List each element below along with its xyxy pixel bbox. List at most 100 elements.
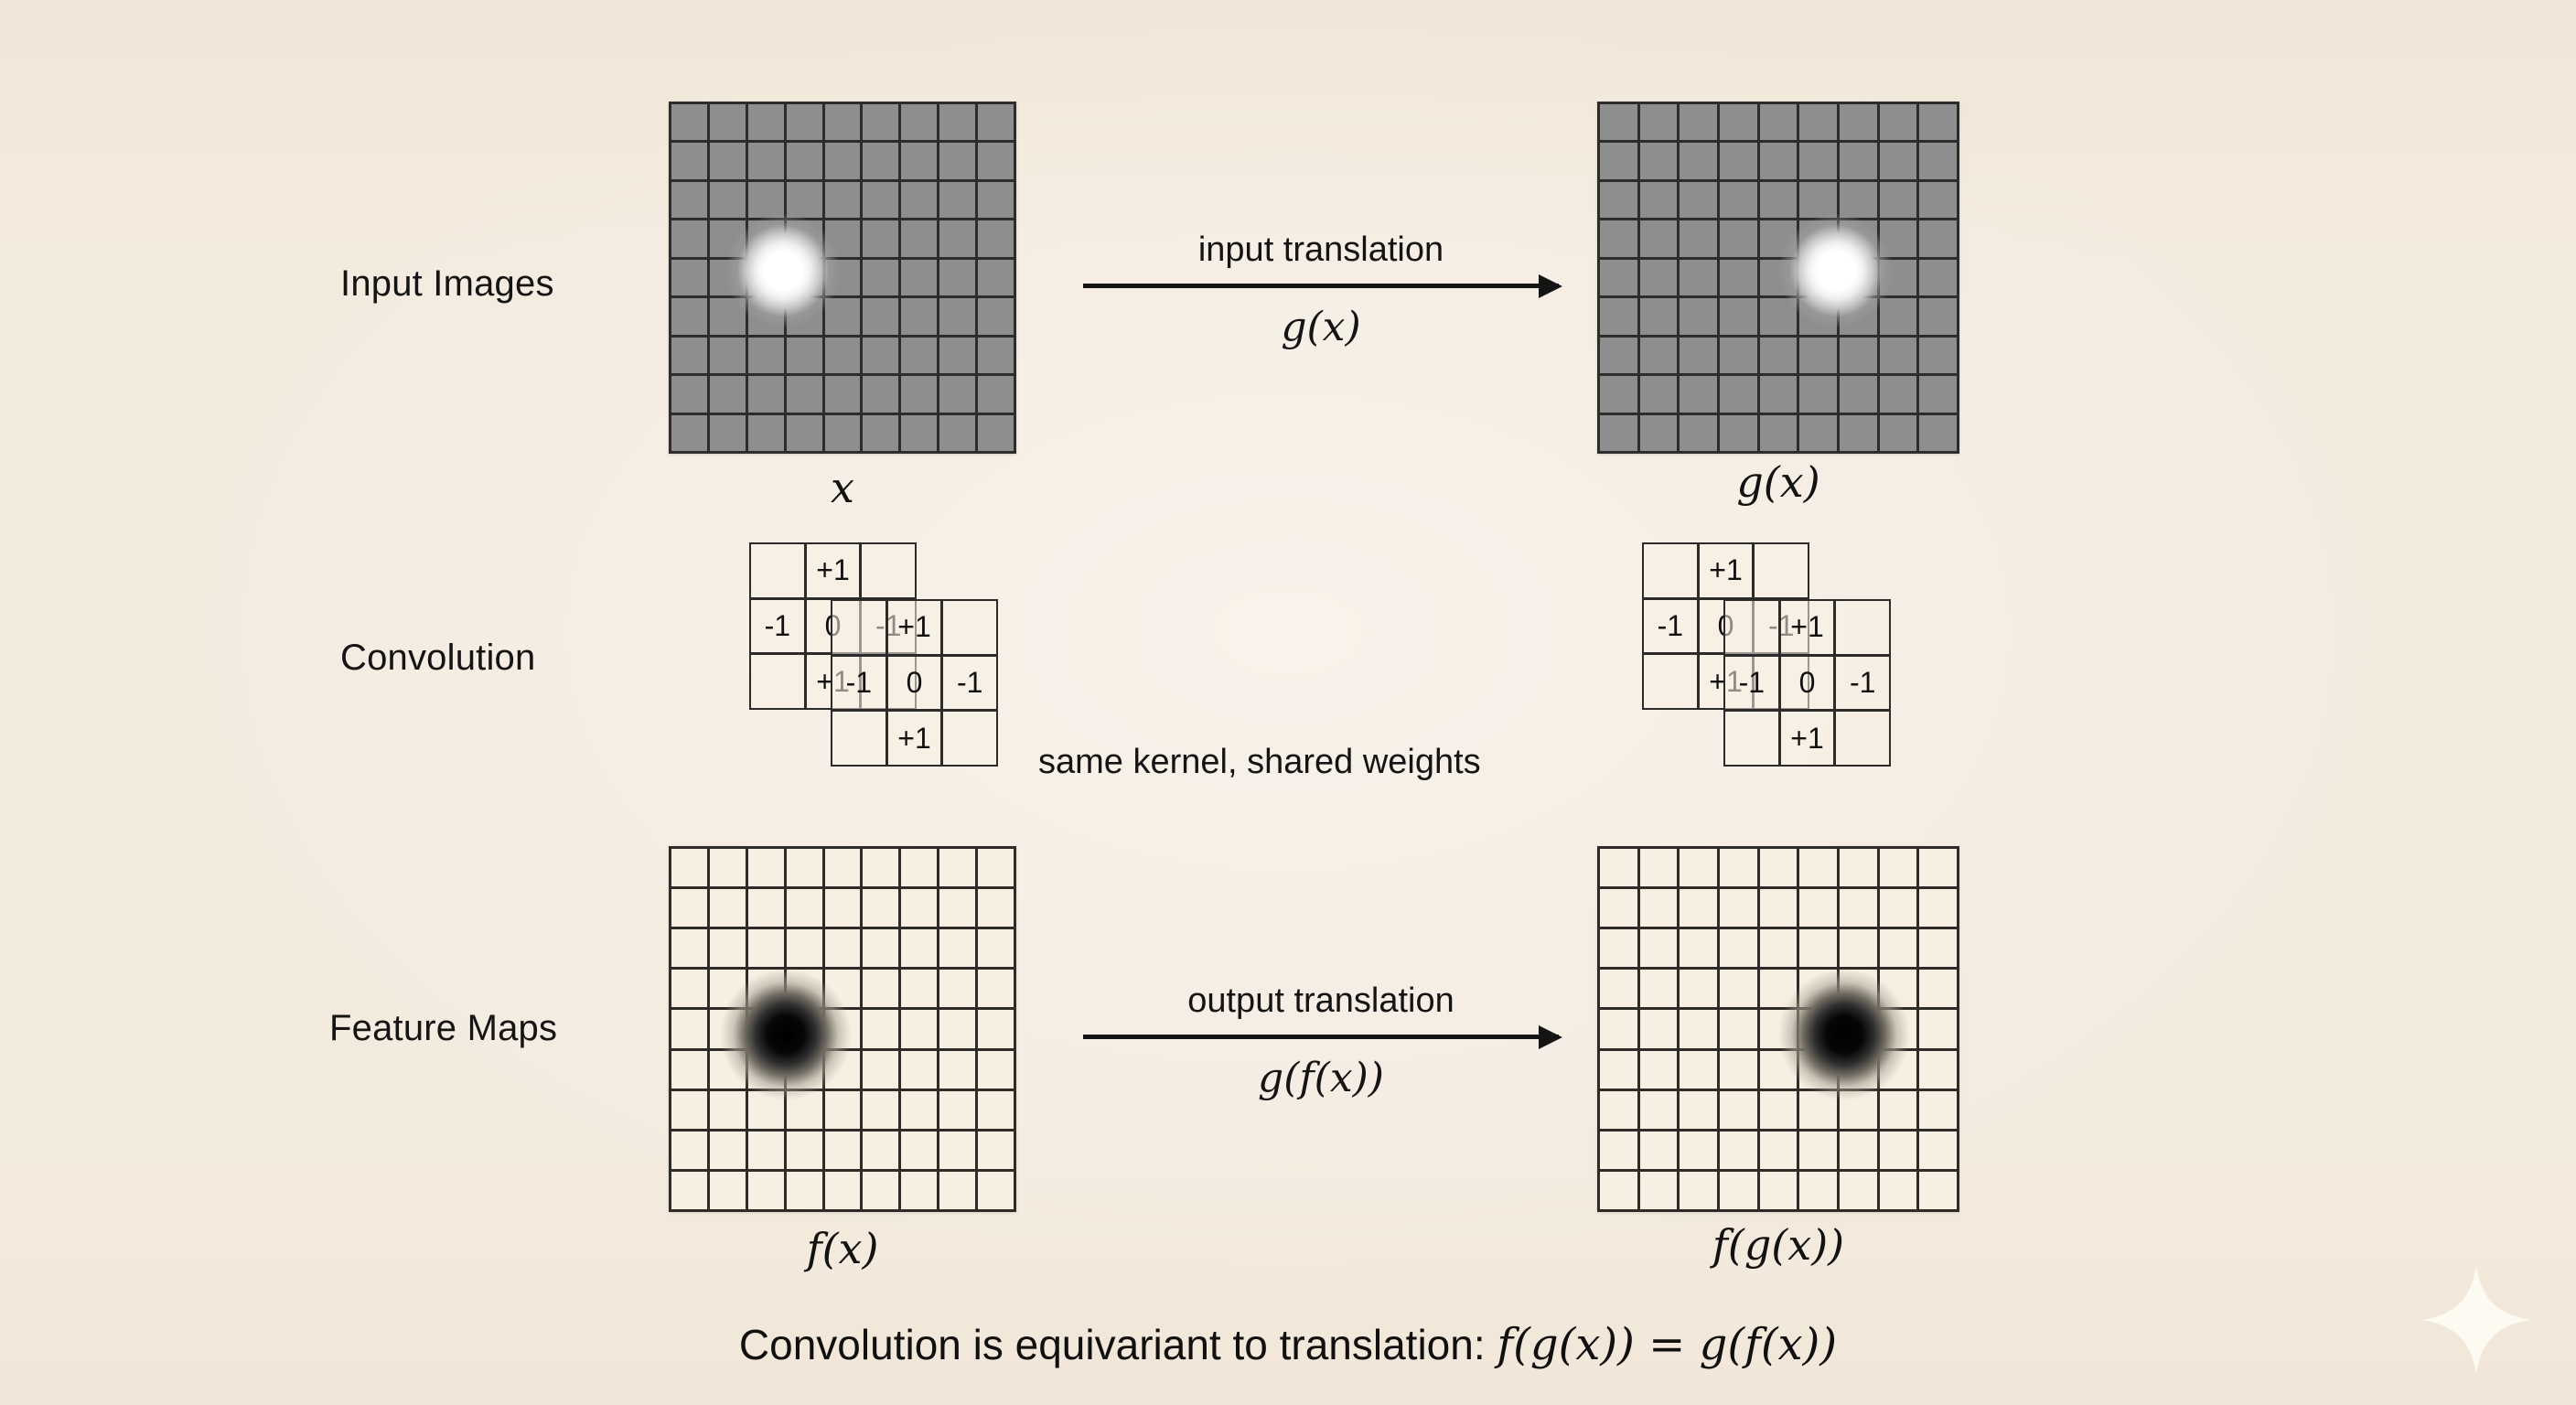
pixel-cell	[1720, 1090, 1757, 1129]
pixel-cell	[747, 414, 784, 451]
pixel-cell	[786, 414, 822, 451]
pixel-cell	[1720, 259, 1757, 296]
pixel-cell	[671, 220, 707, 257]
pixel-cell	[1840, 1131, 1877, 1169]
kernel-empty-cell	[749, 653, 806, 710]
arrow-input-top-label: input translation	[1197, 231, 1444, 269]
input-image-right	[1597, 102, 1959, 454]
pixel-cell	[978, 414, 1014, 451]
pixel-cell	[671, 376, 707, 413]
pixel-cell	[709, 298, 746, 335]
pixel-cell	[1879, 1010, 1917, 1048]
pixel-cell	[1919, 259, 1957, 296]
shared-weights-note: same kernel, shared weights	[1038, 743, 1481, 781]
pixel-cell	[939, 849, 976, 887]
pixel-cell	[747, 1010, 784, 1048]
pixel-cell	[709, 1131, 746, 1169]
pixel-cell	[709, 929, 746, 968]
pixel-cell	[747, 220, 784, 257]
pixel-cell	[1680, 849, 1717, 887]
pixel-cell	[1639, 889, 1678, 928]
pixel-cell	[709, 1010, 746, 1048]
pixel-cell	[1879, 143, 1917, 179]
pixel-cell	[978, 298, 1014, 335]
pixel-cell	[863, 1010, 899, 1048]
pixel-cell	[863, 889, 899, 928]
pixel-cell	[1879, 181, 1917, 219]
pixel-cell	[1879, 849, 1917, 887]
pixel-cell	[978, 929, 1014, 968]
kernel-weight-cell: -1	[1723, 654, 1780, 712]
pixel-cell	[1759, 104, 1798, 141]
pixel-cell	[824, 104, 861, 141]
pixel-cell	[824, 889, 861, 928]
pixel-cell	[747, 337, 784, 374]
pixel-cell	[1799, 376, 1837, 413]
pixel-cell	[978, 220, 1014, 257]
pixel-cell	[1840, 849, 1877, 887]
pixel-cell	[824, 220, 861, 257]
pixel-cell	[1639, 298, 1678, 335]
pixel-cell	[1680, 929, 1717, 968]
pixel-cell	[863, 337, 899, 374]
pixel-cell	[747, 181, 784, 219]
pixel-cell	[824, 929, 861, 968]
pixel-cell	[786, 259, 822, 296]
pixel-cell	[747, 889, 784, 928]
pixel-cell	[1720, 849, 1757, 887]
pixel-cell	[978, 337, 1014, 374]
pixel-cell	[863, 181, 899, 219]
pixel-cell	[1840, 1090, 1877, 1129]
feature-map-right	[1597, 846, 1959, 1212]
pixel-cell	[747, 849, 784, 887]
pixel-cell	[1919, 337, 1957, 374]
pixel-cell	[1879, 104, 1917, 141]
pixel-cell	[786, 220, 822, 257]
pixel-cell	[1680, 376, 1717, 413]
pixel-cell	[1799, 849, 1837, 887]
pixel-cell	[1600, 929, 1637, 968]
pixel-cell	[671, 298, 707, 335]
grid-label-fgx: f(g(x))	[1712, 1220, 1845, 1270]
pixel-cell	[901, 1131, 938, 1169]
pixel-cell	[786, 298, 822, 335]
pixel-cell	[901, 298, 938, 335]
pixel-cell	[824, 298, 861, 335]
pixel-cell	[1639, 1131, 1678, 1169]
kernel-empty-cell	[941, 599, 998, 656]
pixel-cell	[1639, 849, 1678, 887]
pixel-cell	[1919, 1171, 1957, 1209]
pixel-cell	[747, 1090, 784, 1129]
grid-label-gx: g(x)	[1736, 457, 1820, 507]
pixel-cell	[1720, 104, 1757, 141]
pixel-cell	[709, 104, 746, 141]
pixel-cell	[709, 259, 746, 296]
kernel-empty-cell	[831, 599, 887, 656]
pixel-cell	[709, 220, 746, 257]
pixel-cell	[1759, 376, 1798, 413]
pixel-cell	[824, 1171, 861, 1209]
pixel-cell	[1840, 929, 1877, 968]
pixel-cell	[1680, 414, 1717, 451]
pixel-cell	[1600, 1171, 1637, 1209]
pixel-cell	[1600, 1131, 1637, 1169]
pixel-cell	[863, 104, 899, 141]
pixel-cell	[1720, 1050, 1757, 1089]
pixel-cell	[1680, 104, 1717, 141]
pixel-cell	[1680, 1131, 1717, 1169]
pixel-cell	[1919, 376, 1957, 413]
kernel-weight-cell: +1	[1778, 710, 1836, 767]
pixel-cell	[786, 929, 822, 968]
pixel-cell	[1600, 1010, 1637, 1048]
pixel-cell	[1720, 337, 1757, 374]
pixel-cell	[939, 929, 976, 968]
pixel-cell	[1720, 181, 1757, 219]
pixel-cell	[978, 1050, 1014, 1089]
pixel-cell	[901, 143, 938, 179]
pixel-cell	[1720, 1131, 1757, 1169]
kernel-empty-cell	[831, 710, 887, 767]
pixel-cell	[1879, 414, 1917, 451]
pixel-cell	[1840, 889, 1877, 928]
pixel-cell	[939, 1171, 976, 1209]
pixel-cell	[671, 414, 707, 451]
